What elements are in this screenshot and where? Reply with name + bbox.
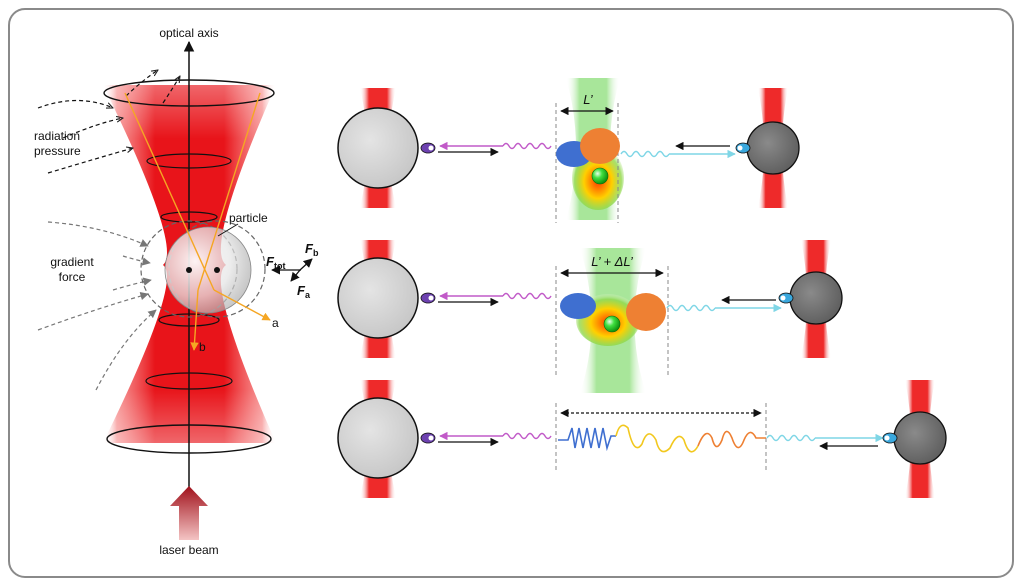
row3-left-wave <box>502 432 552 440</box>
row3-right-bead <box>893 411 947 465</box>
force-a-arrow <box>290 269 301 282</box>
laser-input-arrow <box>170 486 208 540</box>
row1-left-wave <box>502 142 552 150</box>
row3-unfolded-orange-segment <box>697 430 766 449</box>
row1-right-bead <box>746 121 800 175</box>
row2-right-wave <box>666 304 716 312</box>
figure-canvas: optical axis radiation pressure gradient… <box>8 8 1014 578</box>
figure-frame: optical axis radiation pressure gradient… <box>8 8 1014 578</box>
row1-left-handle-icon <box>420 142 436 154</box>
force-b-arrow <box>299 258 313 271</box>
row3-right-handle-icon <box>882 432 898 444</box>
particle-center-dot-2 <box>214 267 220 273</box>
laser-beam-label: laser beam <box>159 543 218 557</box>
dashed-circle-right <box>168 220 266 318</box>
radiation-arrow-1 <box>37 99 113 109</box>
ray-b-incident <box>197 92 261 291</box>
ray-b-label: b <box>199 340 206 354</box>
optical-trap-diagram: optical axis radiation pressure gradient… <box>34 26 319 557</box>
row1-orange-domain <box>580 128 620 164</box>
row2-left-handle-icon <box>420 292 436 304</box>
row1-right-wave <box>620 150 670 158</box>
gradient-arrow-2 <box>122 255 151 266</box>
radiation-arrow-3 <box>162 76 180 104</box>
ray-a-label: a <box>272 316 279 330</box>
row3-unfolded-yellow-segment <box>615 424 699 453</box>
gradient-force-label-2: force <box>59 270 86 284</box>
row3-left-handle-icon <box>420 432 436 444</box>
row2-right-bead <box>789 271 843 325</box>
row-3-unfolded <box>337 380 947 498</box>
row-1-stretching: L’ <box>337 78 800 223</box>
row3-unfolded-blue-segment <box>558 427 616 452</box>
gradient-arrow-1 <box>47 221 149 247</box>
row2-right-handle-icon <box>778 292 794 304</box>
row2-length-label: L’ + ΔL’ <box>591 254 634 269</box>
row1-right-handle-icon <box>735 142 751 154</box>
row3-right-wave <box>766 434 816 442</box>
gradient-arrow-3 <box>112 277 152 291</box>
row3-left-bead <box>337 397 419 479</box>
row2-left-wave <box>502 292 552 300</box>
radiation-arrow-2 <box>125 70 158 97</box>
particle-center-dot-1 <box>186 267 192 273</box>
row1-green-ball <box>591 167 609 185</box>
ray-a-out <box>213 289 271 321</box>
row2-blue-domain <box>560 293 596 319</box>
radiation-arrow-4 <box>62 118 123 139</box>
gradient-force-label-1: gradient <box>50 255 94 269</box>
row2-green-ball <box>603 315 621 333</box>
row1-length-label: L’ <box>583 92 594 107</box>
gradient-arrow-5 <box>95 309 157 391</box>
particle-leader-line <box>217 223 239 237</box>
force-a-label: Fa <box>297 283 311 300</box>
ray-a-incident <box>124 92 215 291</box>
force-b-label: Fb <box>305 241 319 258</box>
radiation-arrow-5 <box>47 148 133 174</box>
radiation-pressure-label-1: radiation <box>34 129 80 143</box>
row-2-stretching: L’ + ΔL’ <box>337 240 843 393</box>
particle-label: particle <box>229 211 268 225</box>
optical-axis-label: optical axis <box>159 26 218 40</box>
ray-b-out <box>190 289 199 351</box>
radiation-pressure-label-2: pressure <box>34 144 81 158</box>
row2-left-bead <box>337 257 419 339</box>
row1-left-bead <box>337 107 419 189</box>
force-total-label: Ftot <box>266 254 285 271</box>
row2-orange-domain <box>626 293 666 331</box>
trapped-particle <box>164 226 252 314</box>
